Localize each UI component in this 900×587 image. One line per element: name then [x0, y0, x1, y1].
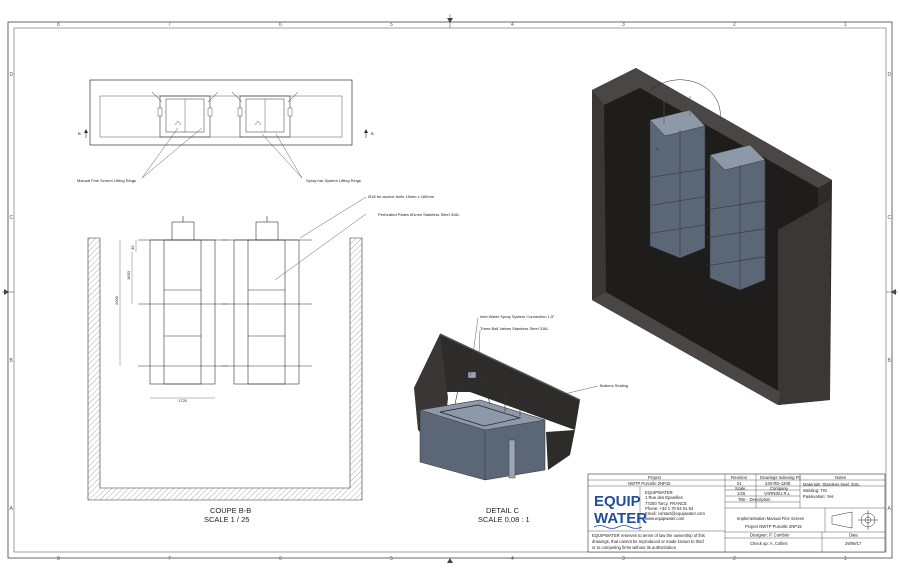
detail-caption-title: DETAIL C: [486, 506, 520, 515]
zone-col-8-bottom: 8: [57, 556, 60, 562]
callout-ball-valves: Three Ball Valves Stainless Steel 316L: [480, 326, 549, 331]
tb-checker: Check up: A. Collins: [750, 541, 787, 546]
zone-col-1-bottom: 1: [844, 556, 847, 562]
detail-caption-scale: SCALE 0,08 : 1: [478, 515, 530, 524]
tb-drawing-value: 240-RD-1208: [765, 481, 791, 486]
tb-note-material: Materials: Stainless steel 316L: [803, 482, 860, 487]
logo-equip: EQUIP: [594, 493, 641, 510]
zone-col-4: 4: [511, 22, 514, 28]
dim-vertical-1650: 1650: [126, 270, 131, 280]
tb-disclaimer-1: EQUIPWATER reserves to terms of law the …: [592, 533, 705, 538]
zone-col-5: 5: [390, 22, 393, 28]
section-mark-left: B: [78, 131, 81, 136]
zone-col-5-bottom: 5: [390, 556, 393, 562]
tb-notes-header: Notes: [835, 475, 846, 480]
tb-note-passivation: Passivation: Yes: [803, 494, 834, 499]
zone-row-a-right: A: [888, 506, 892, 512]
zone-row-c-right: C: [888, 215, 892, 221]
tb-address-city: 77200 Torcy, FRANCE: [645, 501, 687, 506]
dim-vertical-2000: 2000: [114, 295, 119, 305]
zone-row-a: A: [10, 506, 14, 512]
tb-revision-value: 01: [737, 481, 742, 486]
detail-view: Inlet Water Spray System Connection 1,5"…: [414, 314, 628, 524]
tb-title-line1: Implementation Manual Fine Screen: [737, 516, 805, 521]
callout-buttons-sealing: Buttons Sealing: [600, 383, 628, 388]
zone-col-1: 1: [844, 22, 847, 28]
zone-row-b: B: [10, 358, 14, 364]
zone-row-d: D: [10, 72, 14, 78]
tb-company-header: Company: [770, 486, 789, 491]
zone-row-c: C: [10, 215, 14, 221]
equipwater-logo: EQUIP WATER: [593, 493, 647, 529]
tb-drawing-header: Drawings Indexing FC: [760, 475, 801, 480]
tb-address-street: 1 Rue des Eparelles: [645, 495, 683, 500]
title-block: Project NWTP Purcelle 2NP15 Revision 01 …: [587, 473, 886, 553]
tb-disclaimer-2: drawings, that cannot be reproduced or m…: [592, 539, 704, 544]
callout-anchor-bolts: Ø18 for anchor bolts 15mm x 180mm: [368, 194, 435, 199]
tb-scale-header: Scale: [735, 486, 746, 491]
zone-col-2-bottom: 2: [733, 556, 736, 562]
dim-horizontal-1720: 1720: [178, 398, 188, 403]
callout-manual-screen-rings: Manual Fine Screen Lifting Rings: [77, 178, 136, 183]
logo-water: WATER: [594, 510, 647, 527]
tb-scale-value: 1/25: [737, 491, 746, 496]
zone-col-7: 7: [168, 22, 171, 28]
tb-date-value: 29/09/17: [845, 541, 862, 546]
section-caption-title: COUPE B-B: [210, 506, 251, 515]
tb-project-value: NWTP Purcelle 2NP15: [628, 481, 671, 486]
zone-row-b-right: B: [888, 358, 892, 364]
zone-row-d-right: D: [888, 72, 892, 78]
zone-markers: 8 7 6 5 4 3 2 1 8 7 6 5 4 3 2 1 D C B A …: [2, 14, 898, 563]
callout-spray-bar-rings: Spray bar System Lifting Rings: [306, 178, 361, 183]
zone-col-7-bottom: 7: [168, 556, 171, 562]
zone-col-4-bottom: 4: [511, 556, 514, 562]
zone-col-6: 6: [279, 22, 282, 28]
section-view: 2000 1650 30 1720 Ø18 for anchor bolts 1…: [87, 194, 460, 524]
tb-title-line2: Project NWTP Purcelle 2NP15: [745, 524, 802, 529]
tb-revision-header: Revision: [731, 475, 748, 480]
plan-view: B B Manual Fine Screen Lifting Rings Spr…: [77, 79, 374, 183]
zone-col-8: 8: [57, 22, 60, 28]
section-caption-scale: SCALE 1 / 25: [204, 515, 249, 524]
detail-marker-c: C: [656, 146, 659, 151]
tb-designer: Designer: P. Combier: [750, 533, 790, 538]
section-mark-right: B: [371, 131, 374, 136]
projection-symbol-icon: [831, 510, 878, 530]
zone-col-6-bottom: 6: [279, 556, 282, 562]
callout-perforated-plates: Perforated Plates Ø1mm Stainless Steel 3…: [378, 212, 460, 217]
tb-company-name: EQUIPWATER: [645, 490, 673, 495]
zone-col-2: 2: [733, 22, 736, 28]
isometric-view: C: [592, 68, 832, 405]
tb-note-welding: Welding: TIG: [803, 488, 827, 493]
tb-project-header: Project: [648, 475, 662, 480]
zone-col-3-bottom: 3: [622, 556, 625, 562]
tb-web: www.equipwater.com: [645, 516, 685, 521]
tb-phone: Phone: +33 1 70 54 01 84: [645, 506, 694, 511]
tb-company-value: VARNIEU.R.L: [764, 491, 791, 496]
dim-small-30: 30: [130, 245, 135, 250]
tb-disclaimer-3: or to competing firms without its author…: [592, 545, 677, 550]
tb-email: Email: contact@equipwater.com: [645, 511, 705, 516]
tb-date-header: Date: [849, 533, 859, 538]
zone-col-3: 3: [622, 22, 625, 28]
callout-inlet-water: Inlet Water Spray System Connection 1,5": [480, 314, 555, 319]
tb-title-header: Title - Description: [738, 497, 771, 502]
